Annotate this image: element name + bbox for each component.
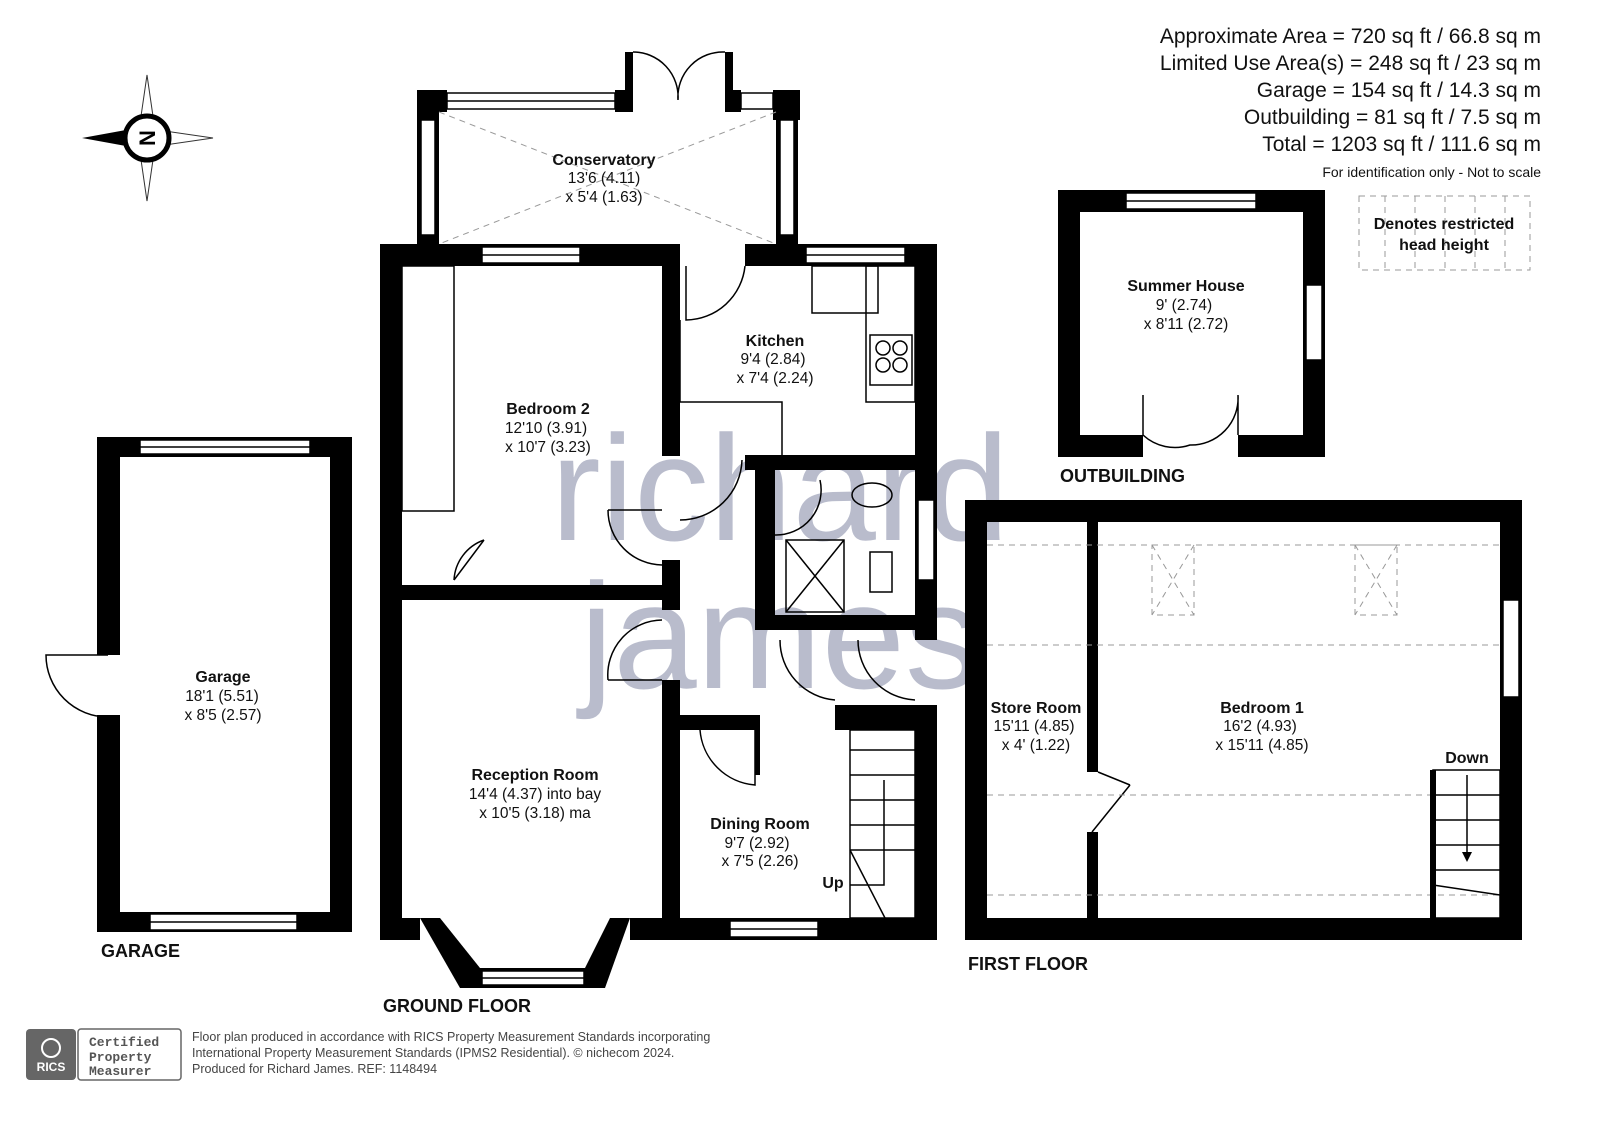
footer-line2: International Property Measurement Stand…	[192, 1046, 674, 1060]
ground-floor-plan	[380, 244, 937, 988]
watermark-line1: richard	[551, 404, 1010, 572]
room-dim1: 9' (2.74)	[1156, 297, 1212, 314]
room-dim1: 9'4 (2.84)	[741, 351, 806, 368]
ground-floor-label: GROUND FLOOR	[383, 996, 531, 1016]
outbuilding-area: Outbuilding = 81 sq ft / 7.5 sq m	[1244, 106, 1541, 129]
room-conservatory: Conservatory 13'6 (4.11) x 5'4 (1.63)	[552, 152, 655, 206]
footer-line3: Produced for Richard James. REF: 1148494	[192, 1062, 437, 1076]
room-dining: Dining Room 9'7 (2.92) x 7'5 (2.26)	[710, 816, 810, 870]
legend-line1: Denotes restricted	[1374, 216, 1515, 233]
compass-north-label: N	[135, 130, 160, 146]
room-dim2: x 15'11 (4.85)	[1215, 737, 1308, 754]
room-dim2: x 7'4 (2.24)	[736, 370, 813, 387]
room-dim2: x 10'7 (3.23)	[505, 439, 591, 456]
garage-floor-label: GARAGE	[101, 941, 180, 961]
room-dim2: x 7'5 (2.26)	[721, 853, 798, 870]
area-summary: Approximate Area = 720 sq ft / 66.8 sq m…	[1160, 25, 1541, 180]
badge-line2: Property	[89, 1050, 152, 1065]
room-dim2: x 5'4 (1.63)	[565, 189, 642, 206]
garage-plan	[45, 437, 352, 932]
room-dim1: 18'1 (5.51)	[185, 688, 259, 705]
room-name: Bedroom 1	[1220, 700, 1304, 717]
room-kitchen: Kitchen 9'4 (2.84) x 7'4 (2.24)	[736, 333, 813, 387]
room-name: Reception Room	[471, 767, 598, 784]
total-area: Total = 1203 sq ft / 111.6 sq m	[1262, 133, 1541, 156]
room-name: Kitchen	[746, 333, 805, 350]
room-name: Bedroom 2	[506, 401, 590, 418]
watermark-line2: james	[576, 552, 980, 720]
outbuilding-plan	[1058, 190, 1325, 457]
watermark: richard james	[551, 404, 1010, 720]
room-garage: Garage 18'1 (5.51) x 8'5 (2.57)	[184, 669, 261, 724]
room-bedroom-1: Bedroom 1 16'2 (4.93) x 15'11 (4.85)	[1215, 700, 1308, 754]
room-summer-house: Summer House 9' (2.74) x 8'11 (2.72)	[1127, 278, 1244, 333]
room-dim1: 15'11 (4.85)	[993, 718, 1074, 735]
room-dim1: 13'6 (4.11)	[568, 170, 640, 187]
room-reception: Reception Room 14'4 (4.37) into bay x 10…	[469, 767, 601, 822]
badge-line1: Certified	[89, 1035, 159, 1050]
compass-icon: N	[82, 74, 214, 202]
stairs-up-label: Up	[822, 875, 844, 892]
room-dim2: x 8'5 (2.57)	[184, 707, 261, 724]
stairs-down-label: Down	[1445, 750, 1489, 767]
room-name: Garage	[195, 669, 250, 686]
room-dim2: x 8'11 (2.72)	[1144, 316, 1229, 333]
legend-line2: head height	[1399, 237, 1489, 254]
badge-line3: Measurer	[89, 1064, 151, 1079]
room-name: Store Room	[991, 700, 1082, 717]
first-floor-plan	[965, 500, 1522, 940]
limited-use-area: Limited Use Area(s) = 248 sq ft / 23 sq …	[1160, 52, 1541, 75]
rics-badge: RICS Certified Property Measurer	[26, 1028, 182, 1081]
garage-area: Garage = 154 sq ft / 14.3 sq m	[1257, 79, 1541, 102]
outbuilding-label: OUTBUILDING	[1060, 466, 1185, 486]
first-floor-label: FIRST FLOOR	[968, 954, 1088, 974]
approximate-area: Approximate Area = 720 sq ft / 66.8 sq m	[1160, 25, 1541, 48]
room-name: Dining Room	[710, 816, 810, 833]
room-dim1: 16'2 (4.93)	[1223, 718, 1297, 735]
room-name: Conservatory	[552, 152, 655, 169]
room-dim2: x 4' (1.22)	[1002, 737, 1070, 754]
room-store-room: Store Room 15'11 (4.85) x 4' (1.22)	[991, 700, 1082, 754]
room-dim2: x 10'5 (3.18) ma	[479, 805, 591, 822]
room-bedroom-2: Bedroom 2 12'10 (3.91) x 10'7 (3.23)	[505, 401, 591, 456]
conservatory-plan	[417, 51, 800, 245]
rics-logo-text: RICS	[37, 1060, 66, 1074]
disclaimer: For identification only - Not to scale	[1322, 164, 1541, 180]
room-dim1: 9'7 (2.92)	[725, 835, 790, 852]
room-dim1: 14'4 (4.37) into bay	[469, 786, 601, 803]
footer-line1: Floor plan produced in accordance with R…	[192, 1030, 710, 1044]
room-name: Summer House	[1127, 278, 1244, 295]
restricted-height-legend: Denotes restricted head height	[1358, 195, 1531, 271]
room-dim1: 12'10 (3.91)	[505, 420, 587, 437]
